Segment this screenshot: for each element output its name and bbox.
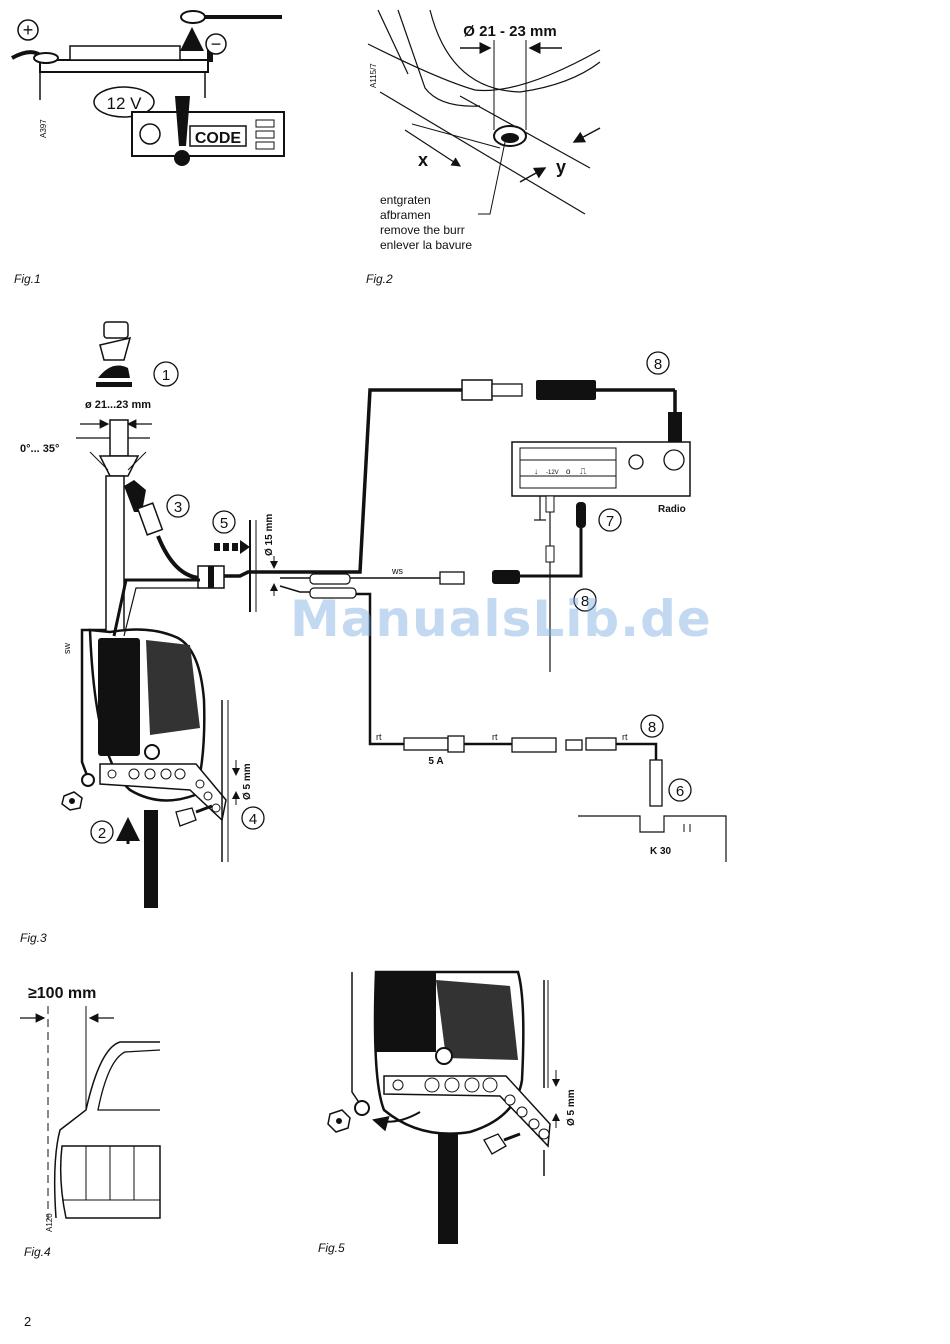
svg-text:rt: rt [492, 732, 498, 742]
svg-text:A120: A120 [45, 1213, 54, 1232]
svg-text:≥100 mm: ≥100 mm [28, 985, 96, 1002]
svg-text:-12V: -12V [546, 470, 559, 476]
fuse-holder [404, 738, 448, 750]
svg-text:Ø 5 mm: Ø 5 mm [242, 763, 253, 800]
svg-text:x: x [418, 150, 428, 170]
fig1-caption: Fig.1 [14, 272, 41, 286]
svg-text:−: − [211, 34, 222, 54]
callout-8-bottom: 8 [648, 719, 656, 736]
svg-text:ø 21...23 mm: ø 21...23 mm [85, 399, 151, 411]
svg-text:afbramen: afbramen [380, 208, 431, 222]
svg-text:rt: rt [376, 732, 382, 742]
callout-8-top: 8 [654, 356, 662, 373]
svg-text:entgraten: entgraten [380, 193, 431, 207]
svg-text:0°... 35°: 0°... 35° [20, 443, 59, 455]
svg-text:⎍: ⎍ [580, 466, 587, 476]
svg-text:Ø 15 mm: Ø 15 mm [264, 514, 275, 556]
svg-text:ws: ws [391, 566, 403, 576]
svg-text:A397: A397 [39, 119, 48, 138]
callout-4: 4 [249, 811, 257, 828]
callout-6: 6 [676, 783, 684, 800]
svg-text:CODE: CODE [195, 130, 242, 147]
watermark: ManualsLib.de [290, 590, 712, 648]
callout-2: 2 [98, 825, 106, 842]
callout-3: 3 [174, 499, 182, 516]
svg-text:y: y [556, 157, 566, 177]
svg-text:enlever la bavure: enlever la bavure [380, 238, 472, 252]
svg-text:12 V: 12 V [107, 94, 143, 113]
svg-text:rt: rt [622, 732, 628, 742]
callout-5: 5 [220, 515, 228, 532]
page-number: 2 [24, 1314, 31, 1329]
fig5-caption: Fig.5 [318, 1241, 345, 1255]
fig4-caption: Fig.4 [24, 1245, 51, 1259]
svg-text:+: + [23, 20, 34, 40]
svg-text:sw: sw [62, 643, 72, 655]
svg-text:Radio: Radio [658, 504, 686, 515]
fig2-drilling: Ø 21 - 23 mm x y A115/7 entgraten afbram… [368, 10, 600, 252]
svg-text:o: o [566, 467, 571, 476]
fig4-car-rear: ≥100 mm A120 [20, 985, 160, 1232]
svg-text:Ø 5 mm: Ø 5 mm [566, 1089, 577, 1126]
svg-text:A115/7: A115/7 [369, 63, 378, 88]
callout-1: 1 [162, 367, 170, 384]
svg-text:5 A: 5 A [428, 756, 443, 767]
svg-text:remove the burr: remove the burr [380, 223, 465, 237]
fig3-caption: Fig.3 [20, 931, 47, 945]
svg-text:K 30: K 30 [650, 846, 672, 857]
fig5-mounting: Ø 5 mm [328, 972, 577, 1244]
svg-text:Ø 21 - 23 mm: Ø 21 - 23 mm [463, 23, 556, 40]
callout-7: 7 [606, 513, 614, 530]
fig1-battery-code: + − 12 V CODE A397 [12, 11, 284, 166]
fig2-caption: Fig.2 [366, 272, 393, 286]
svg-text:↓: ↓ [534, 467, 538, 476]
